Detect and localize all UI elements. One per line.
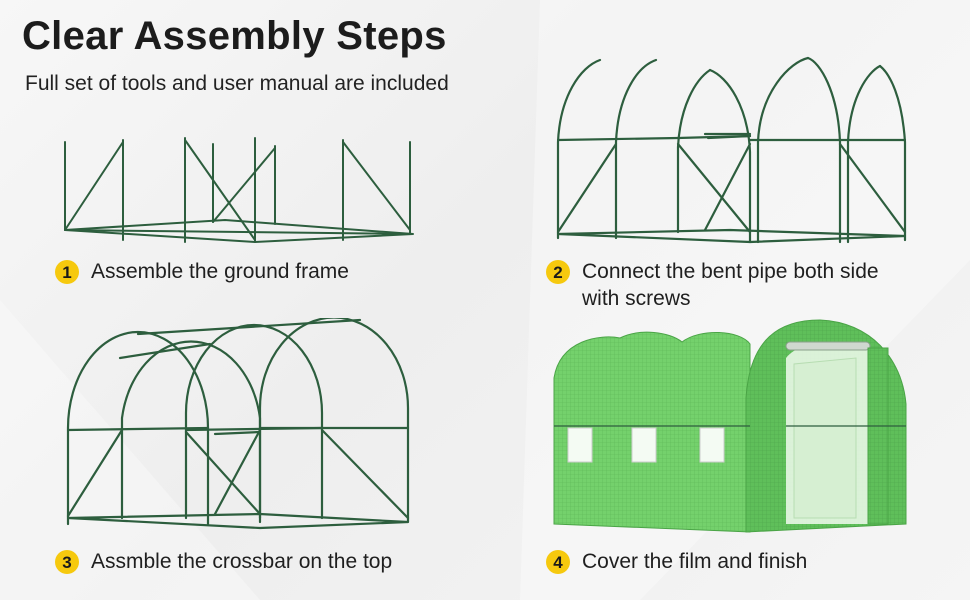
bent-pipe-illustration xyxy=(556,56,907,244)
step-3-number-badge: 3 xyxy=(55,550,79,574)
step-2-text: Connect the bent pipe both side with scr… xyxy=(582,260,879,310)
step-1-number-badge: 1 xyxy=(55,260,79,284)
step-2-number-badge: 2 xyxy=(546,260,570,284)
step-1: 1 Assemble the ground frame xyxy=(55,258,349,285)
step-4: 4 Cover the film and finish xyxy=(546,548,807,575)
crossbar-illustration xyxy=(66,318,410,530)
step-4-text: Cover the film and finish xyxy=(582,550,808,573)
step-1-text: Assemble the ground frame xyxy=(91,260,349,283)
step-4-number-badge: 4 xyxy=(546,550,570,574)
ground-frame-illustration xyxy=(64,137,414,244)
step-3: 3 Assmble the crossbar on the top xyxy=(55,548,392,575)
step-2: 2 Connect the bent pipe both side with s… xyxy=(546,258,879,312)
finished-greenhouse-illustration xyxy=(553,319,907,533)
page-title: Clear Assembly Steps xyxy=(22,14,447,58)
page-subtitle: Full set of tools and user manual are in… xyxy=(25,72,449,95)
step-3-text: Assmble the crossbar on the top xyxy=(91,550,393,573)
